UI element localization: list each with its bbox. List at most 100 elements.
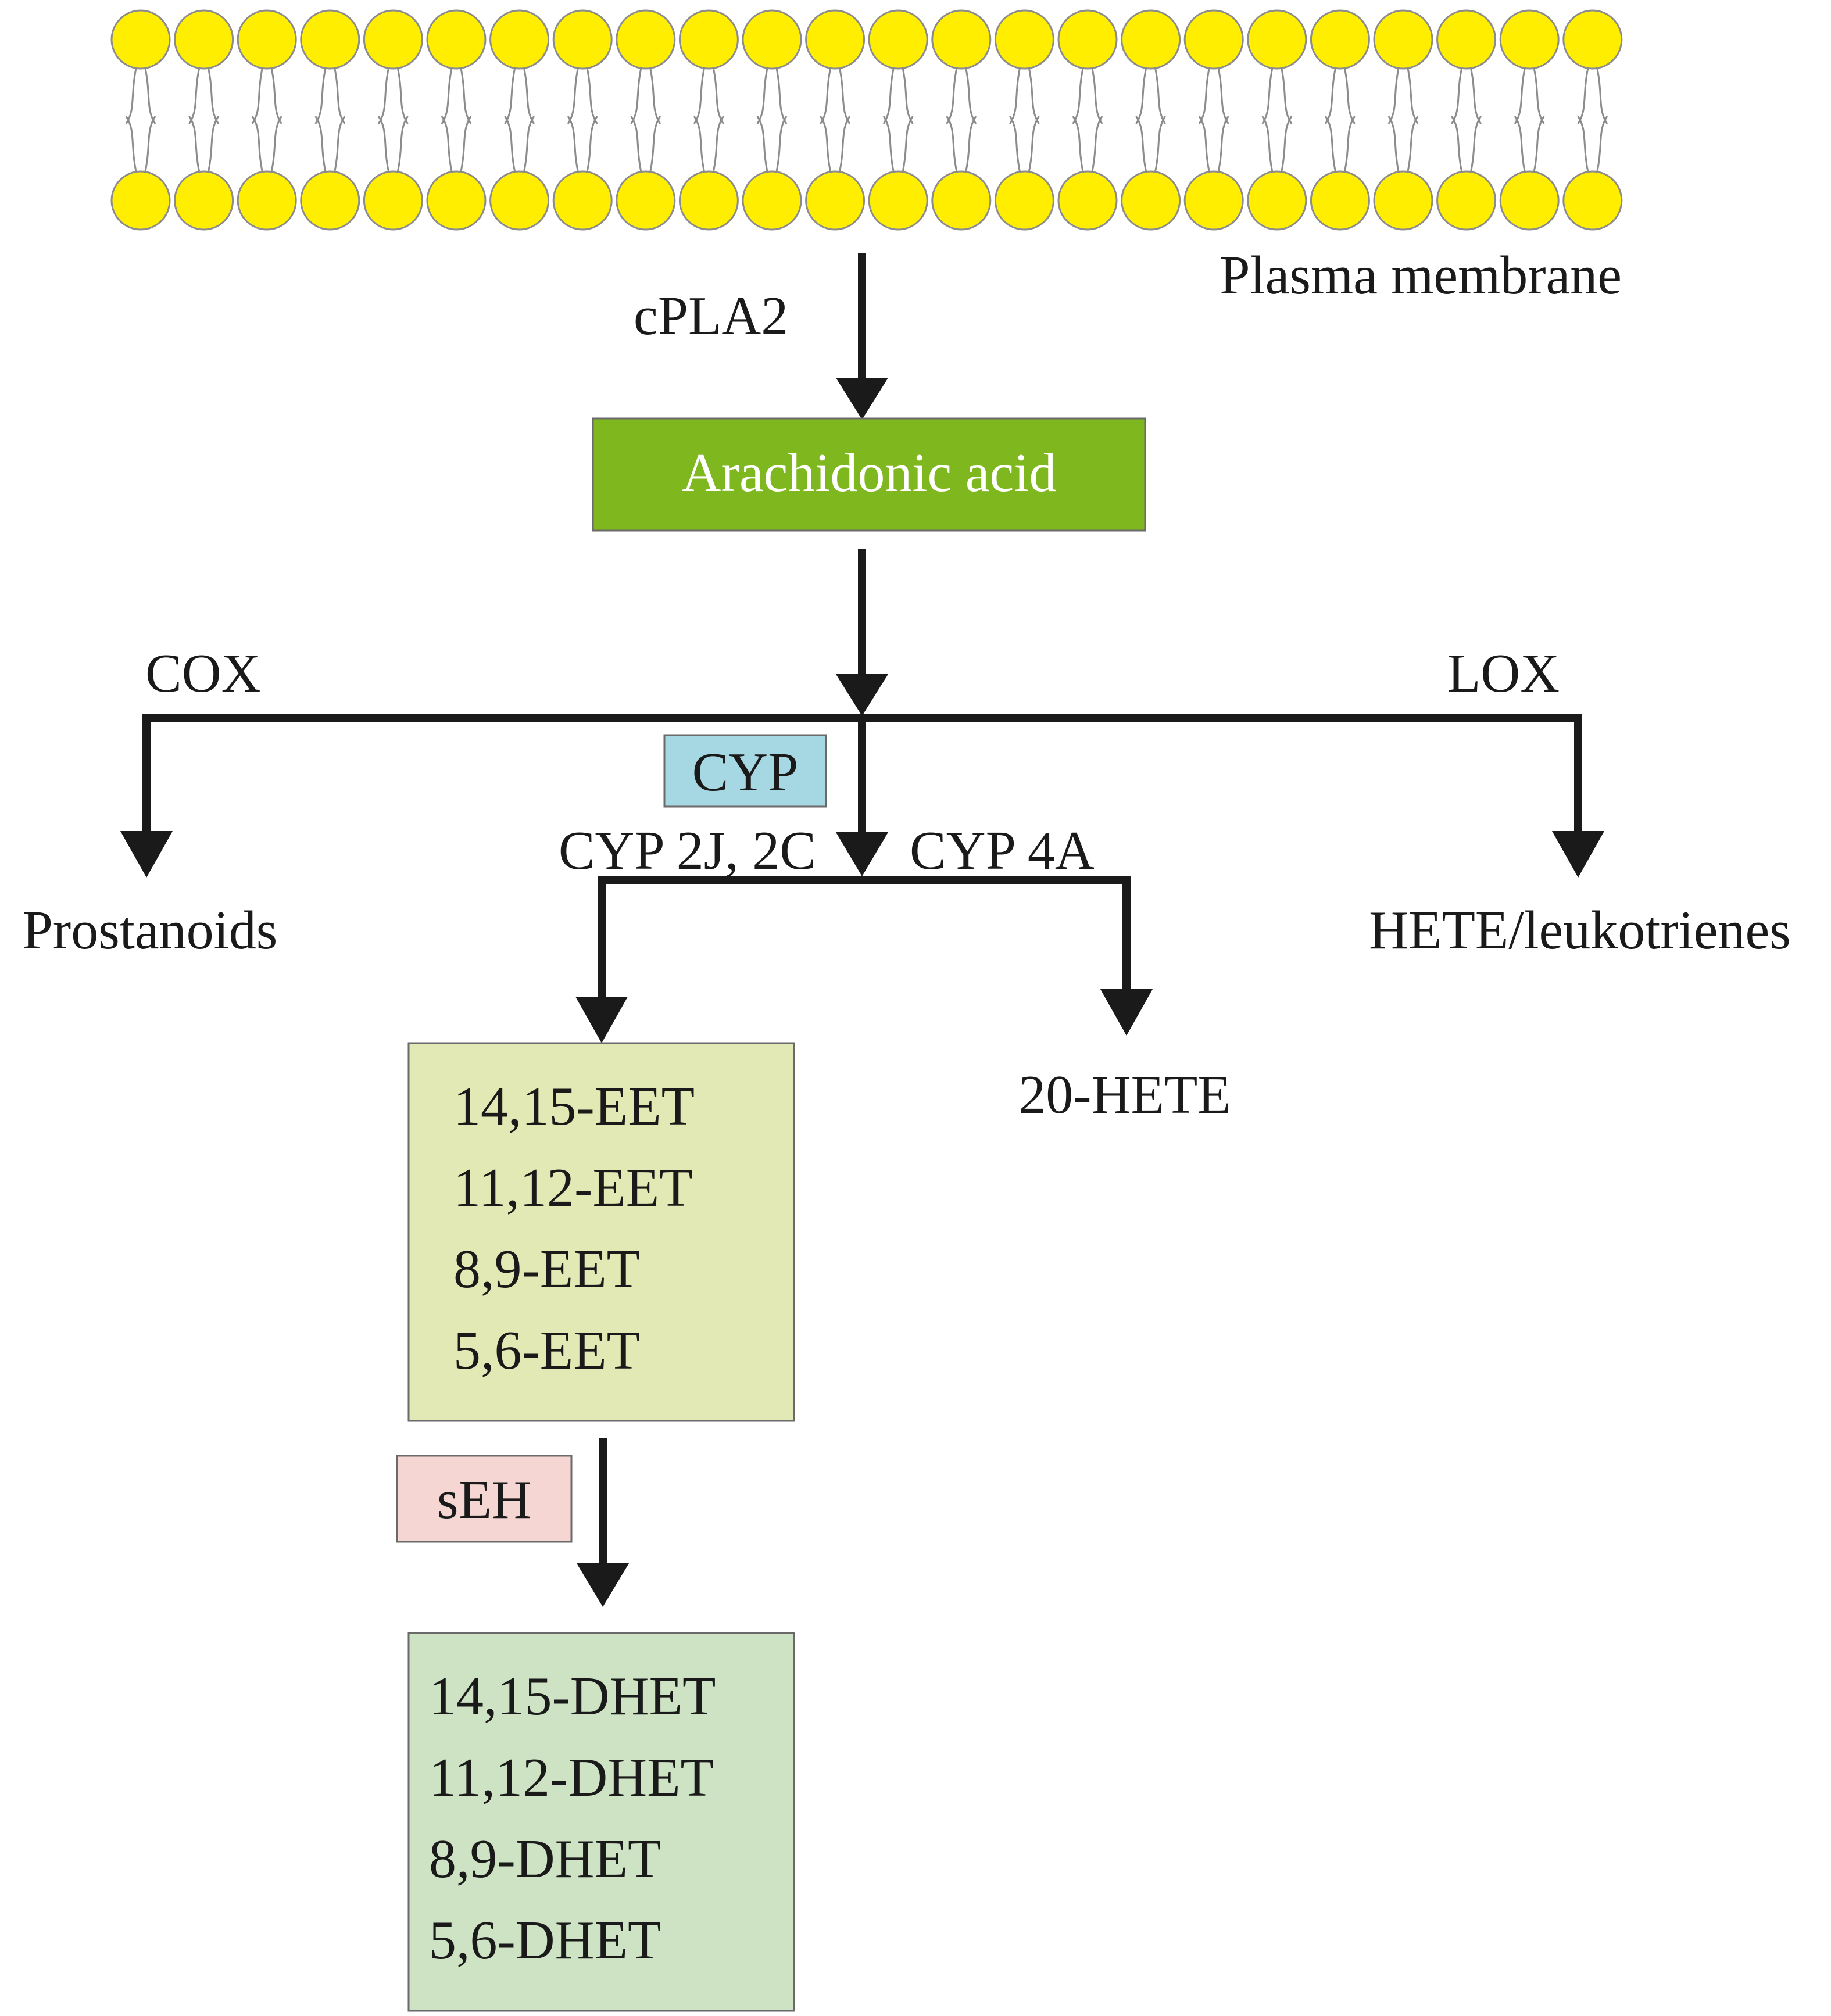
lipid-head	[237, 170, 297, 231]
lipid-tail	[838, 116, 851, 174]
lipid-head	[489, 170, 550, 231]
lipid-tail	[1090, 66, 1103, 124]
lipid-tail	[630, 116, 643, 174]
cox-label: COX	[145, 643, 260, 704]
lipid-tail	[1469, 66, 1482, 124]
lipid-head	[1436, 170, 1497, 231]
lipid-tail	[1072, 116, 1085, 174]
lipid-head	[1183, 9, 1244, 70]
eet-item: 11,12-EET	[453, 1158, 693, 1218]
lipid-head	[110, 170, 171, 231]
lipid-tail	[964, 116, 977, 174]
lipid-tail	[712, 116, 724, 174]
lipid-head	[1121, 170, 1181, 231]
arrow-to-branch	[836, 549, 888, 716]
lipid-head	[805, 170, 866, 231]
lipid-head	[931, 170, 992, 231]
lipid-tail	[1451, 116, 1463, 174]
lipid-tail	[1406, 116, 1419, 174]
lipid-tail	[504, 66, 516, 124]
lipid-head	[1247, 9, 1307, 70]
lipid-tail	[1198, 116, 1211, 174]
lipid-head	[1183, 170, 1244, 231]
lipid-tail	[333, 116, 346, 174]
lipid-head	[1499, 9, 1560, 70]
arachidonic-acid-label: Arachidonic acid	[682, 443, 1057, 503]
lipid-tail	[838, 66, 851, 124]
lipid-tail	[441, 116, 453, 174]
lipid-head	[300, 9, 360, 70]
lipid-head	[552, 9, 613, 70]
lox-label: LOX	[1447, 643, 1560, 704]
lipid-tail	[585, 66, 598, 124]
lipid-head	[805, 9, 866, 70]
lipid-tail	[1135, 66, 1147, 124]
lipid-tail	[1217, 116, 1229, 174]
lipid-tail	[1261, 116, 1274, 174]
lipid-tail	[775, 116, 788, 174]
lipid-tail	[1343, 116, 1356, 174]
lipid-tail	[314, 116, 327, 174]
lipid-head	[426, 170, 487, 231]
lipid-head	[1436, 9, 1497, 70]
lipid-tail	[1072, 66, 1085, 124]
lipid-tail	[333, 66, 346, 124]
lipid-head	[742, 170, 802, 231]
lipid-head	[1247, 170, 1307, 231]
plasma-membrane-bilayer	[110, 9, 1623, 231]
eet-item: 14,15-EET	[453, 1076, 695, 1137]
lipid-head	[174, 9, 234, 70]
lipid-tail	[1596, 66, 1608, 124]
prostanoids-label: Prostanoids	[23, 900, 278, 961]
lipid-head	[678, 170, 739, 231]
lipid-tail	[1451, 66, 1463, 124]
lipid-tail	[1324, 66, 1337, 124]
lipid-tail	[1028, 66, 1040, 124]
lipid-head	[300, 170, 360, 231]
lipid-head	[616, 9, 676, 70]
lipid-tail	[630, 66, 643, 124]
arrow-to-20-hete	[1100, 876, 1153, 1036]
lipid-head	[237, 9, 297, 70]
lipid-tail	[693, 116, 706, 174]
lipid-tail	[1009, 66, 1021, 124]
lipid-tail	[1090, 116, 1103, 174]
lipid-tail	[188, 116, 201, 174]
lipid-tail	[1261, 66, 1274, 124]
lipid-tail	[459, 66, 472, 124]
lipid-tail	[1154, 66, 1167, 124]
lipid-tail	[756, 66, 769, 124]
arrow-cyp	[836, 714, 888, 876]
lipid-tail	[441, 66, 453, 124]
arrow-lox	[1552, 714, 1604, 878]
lipid-tail	[207, 116, 220, 174]
cyp-4a-label: CYP 4A	[910, 821, 1095, 881]
lipid-tail	[901, 116, 914, 174]
lipid-tail	[144, 116, 156, 174]
lipid-tail	[1596, 116, 1608, 174]
lipid-tail	[1028, 116, 1040, 174]
lipid-head	[1373, 170, 1433, 231]
lipid-tail	[1280, 66, 1293, 124]
lipid-tail	[523, 116, 535, 174]
lipid-tail	[1406, 66, 1419, 124]
lipid-head	[489, 9, 550, 70]
lipid-tail	[396, 66, 409, 124]
arachidonic-acid-box	[592, 417, 1146, 532]
lipid-tail	[901, 66, 914, 124]
lipid-tail	[775, 66, 788, 124]
eet-item: 5,6-EET	[453, 1320, 640, 1381]
lipid-tail	[1387, 66, 1400, 124]
lipid-tail	[882, 116, 895, 174]
lipid-head	[363, 170, 423, 231]
lipid-head	[616, 170, 676, 231]
dhet-item: 11,12-DHET	[429, 1748, 714, 1808]
lipid-tail	[693, 66, 706, 124]
lipid-head	[363, 9, 423, 70]
dhet-item: 14,15-DHET	[429, 1666, 716, 1727]
lipid-tail	[523, 66, 535, 124]
lipid-tail	[396, 116, 409, 174]
lipid-tail	[314, 66, 327, 124]
lipid-tail	[377, 66, 390, 124]
